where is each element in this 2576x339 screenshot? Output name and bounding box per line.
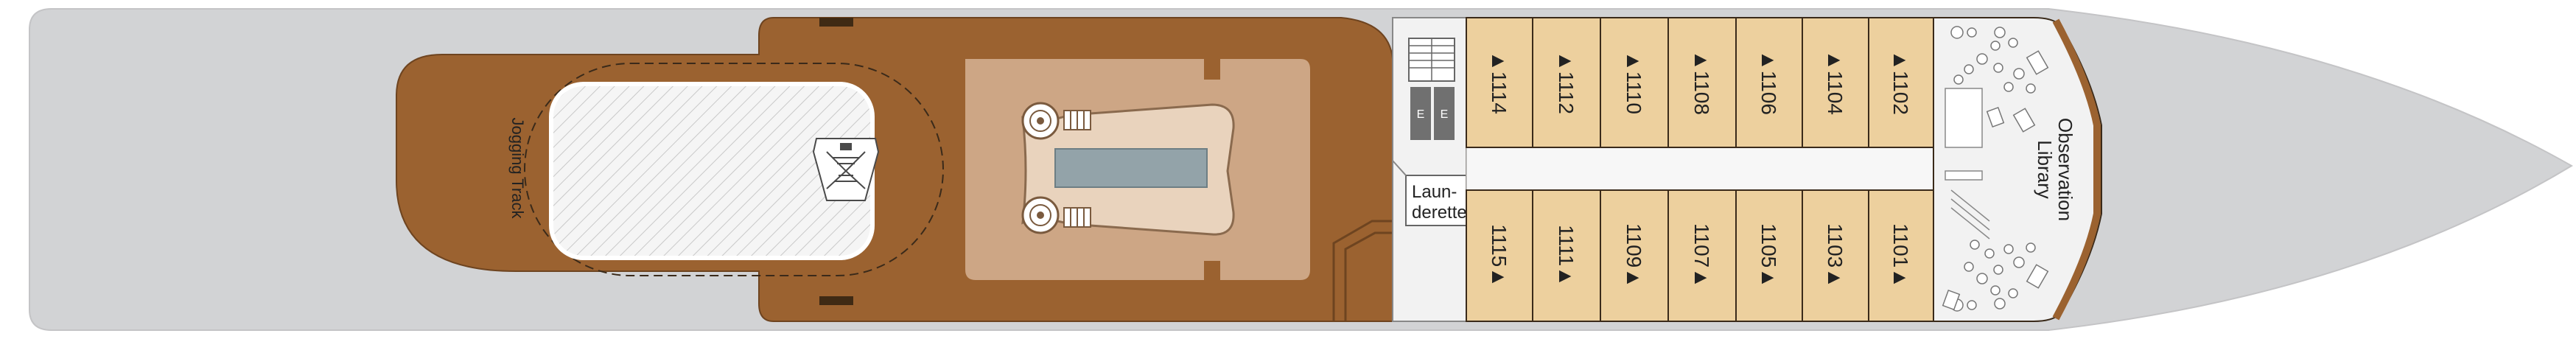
cabin-upper-1106[interactable]: ▲1106 <box>1735 17 1803 148</box>
pool-steps-icon <box>1063 207 1091 228</box>
cabin-upper-1102[interactable]: ▲1102 <box>1868 17 1934 148</box>
cabin-number: 1109▲ <box>1623 223 1645 288</box>
cabin-number: 1107▲ <box>1690 223 1713 288</box>
library-ramp <box>1945 88 1983 148</box>
elevator-label: E <box>1441 108 1449 121</box>
cabin-number: ▲1114 <box>1488 51 1511 114</box>
cabin-upper-1114[interactable]: ▲1114 <box>1466 17 1533 148</box>
whirlpool-icon <box>1021 102 1060 140</box>
jogging-track-path <box>524 63 944 276</box>
library-stairs-icon <box>1945 170 1983 181</box>
pool-steps-icon <box>1063 110 1091 130</box>
cabin-upper-1104[interactable]: ▲1104 <box>1802 17 1869 148</box>
cabin-lower-1111[interactable]: 1111▲ <box>1532 189 1601 322</box>
cabin-lower-1115[interactable]: 1115▲ <box>1466 189 1533 322</box>
cabin-number: ▲1106 <box>1757 50 1780 115</box>
svg-text:Observation: Observation <box>2054 118 2076 221</box>
cabin-number: ▲1104 <box>1824 50 1847 115</box>
cabin-number: ▲1112 <box>1555 51 1578 114</box>
deck-door <box>1344 231 1393 321</box>
swimming-pool <box>1054 148 1208 188</box>
cabin-number: 1101▲ <box>1889 223 1912 288</box>
observation-library-label: Observation Library <box>2034 118 2076 221</box>
cabin-upper-1110[interactable]: ▲1110 <box>1600 17 1669 148</box>
elevator-label: E <box>1417 108 1425 121</box>
stairs-icon <box>1408 38 1455 82</box>
deck-stairs-icon <box>812 138 880 201</box>
cabin-lower-1107[interactable]: 1107▲ <box>1667 189 1737 322</box>
cabin-number: ▲1110 <box>1623 51 1645 114</box>
cabin-number: ▲1108 <box>1690 50 1713 115</box>
library-window-line <box>2052 18 2101 321</box>
cabin-number: 1103▲ <box>1824 223 1847 288</box>
cabin-lower-1103[interactable]: 1103▲ <box>1802 189 1869 322</box>
cabin-number: ▲1102 <box>1889 50 1912 115</box>
deck-hatch <box>819 18 853 27</box>
seating-icon <box>1950 26 2049 133</box>
deck-door <box>1332 220 1393 321</box>
cabin-upper-1108[interactable]: ▲1108 <box>1667 17 1737 148</box>
deck-hatch <box>819 296 853 305</box>
cabin-lower-1105[interactable]: 1105▲ <box>1735 189 1803 322</box>
cabin-upper-1112[interactable]: ▲1112 <box>1532 17 1601 148</box>
cabin-number: 1105▲ <box>1757 223 1780 288</box>
cabin-number: 1115▲ <box>1488 224 1511 287</box>
cabin-number: 1111▲ <box>1555 225 1578 287</box>
cabin-lower-1109[interactable]: 1109▲ <box>1600 189 1669 322</box>
svg-text:Library: Library <box>2034 140 2056 198</box>
whirlpool-icon <box>1021 196 1060 234</box>
seating-icon <box>1942 240 2049 312</box>
cabin-lower-1101[interactable]: 1101▲ <box>1868 189 1934 322</box>
elevator-icon: E <box>1410 87 1431 140</box>
launderette-label: derette <box>1412 203 1467 223</box>
elevator-icon: E <box>1434 87 1455 140</box>
jogging-track-label: Jogging Track <box>508 118 527 220</box>
launderette-label: Laun- <box>1412 182 1457 202</box>
launderette-room <box>1405 175 1467 226</box>
